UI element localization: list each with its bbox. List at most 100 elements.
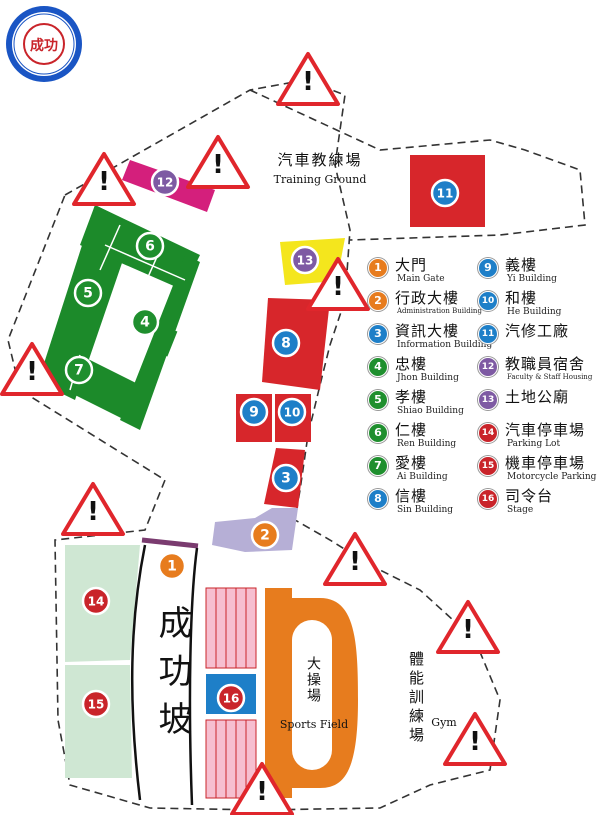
map-marker-4[interactable]: 4 xyxy=(130,307,160,337)
legend-marker: 4 xyxy=(368,357,388,377)
campus-boundary xyxy=(7,79,501,811)
legend-marker: 8 xyxy=(368,489,388,509)
legend-marker: 12 xyxy=(478,357,498,377)
map-marker-9[interactable]: 9 xyxy=(239,397,269,427)
map-marker-12[interactable]: 12 xyxy=(150,167,180,197)
slope-right-edge xyxy=(188,547,199,806)
sports-field-infield xyxy=(292,620,332,770)
legend-label-en: Sin Building xyxy=(397,505,454,515)
legend-label-en: Ren Building xyxy=(397,439,457,449)
legend-label-en: He Building xyxy=(507,307,562,317)
legend-marker: 7 xyxy=(368,456,388,476)
map-marker-label: 14 xyxy=(88,595,105,609)
map-marker-label: 10 xyxy=(284,406,301,420)
legend-marker: 11 xyxy=(478,324,498,344)
green-building-complex[interactable] xyxy=(38,205,200,430)
warning-sign xyxy=(436,600,500,654)
map-marker-5[interactable]: 5 xyxy=(73,278,103,308)
slope-label: 成功坡 xyxy=(152,605,192,749)
legend-item-13: 13 土地公廟 xyxy=(478,386,600,418)
map-marker-label: 7 xyxy=(74,363,84,379)
map-marker-16[interactable]: 16 xyxy=(216,683,246,713)
legend-label-en: Main Gate xyxy=(397,274,445,284)
motorcycle-parking-15[interactable] xyxy=(65,665,132,778)
warning-sign xyxy=(276,52,340,106)
legend-label-zh: 土地公廟 xyxy=(505,388,570,406)
slope-left-edge xyxy=(130,544,147,801)
map-marker-label: 9 xyxy=(249,405,259,421)
map-marker-label: 12 xyxy=(157,176,174,190)
training-ground-label-en: Training Ground xyxy=(274,173,367,186)
legend-label-en: Ai Building xyxy=(397,472,448,482)
map-marker-10[interactable]: 10 xyxy=(277,397,307,427)
legend-label-en: Faculty & Staff Housing xyxy=(507,373,593,381)
map-marker-label: 6 xyxy=(145,239,155,255)
legend-marker: 6 xyxy=(368,423,388,443)
legend-marker: 15 xyxy=(478,456,498,476)
legend-label-zh: 資訊大樓 xyxy=(395,322,460,340)
legend-label-zh: 愛樓 xyxy=(395,454,428,472)
map-marker-2[interactable]: 2 xyxy=(250,520,280,550)
legend-label-zh: 和樓 xyxy=(505,289,538,307)
map-marker-1[interactable]: 1 xyxy=(157,551,187,581)
legend-label-en: Jhon Building xyxy=(397,373,459,383)
map-marker-8[interactable]: 8 xyxy=(271,328,301,358)
legend-marker: 3 xyxy=(368,324,388,344)
map-marker-13[interactable]: 13 xyxy=(290,245,320,275)
legend-label-en: Shiao Building xyxy=(397,406,464,416)
legend-marker: 14 xyxy=(478,423,498,443)
svg-text:成功: 成功 xyxy=(30,37,58,54)
map-marker-label: 3 xyxy=(281,471,291,487)
legend-marker: 1 xyxy=(368,258,388,278)
main-gate-line xyxy=(141,537,199,549)
sports-field-label-en: Sports Field xyxy=(280,718,348,731)
legend-label-en: Yi Building xyxy=(507,274,557,284)
map-marker-7[interactable]: 7 xyxy=(64,355,94,385)
map-marker-label: 11 xyxy=(437,187,454,201)
training-ground-boundary xyxy=(249,89,586,241)
warning-sign xyxy=(186,135,250,189)
map-marker-label: 2 xyxy=(260,528,270,544)
map-marker-14[interactable]: 14 xyxy=(81,586,111,616)
legend-marker: 9 xyxy=(478,258,498,278)
legend-label-zh: 教職員宿舍 xyxy=(505,355,586,373)
legend-label-zh: 汽車停車場 xyxy=(505,421,586,439)
gym-label-en: Gym xyxy=(431,716,457,729)
legend-marker: 2 xyxy=(368,291,388,311)
legend-label-zh: 孝樓 xyxy=(395,388,428,406)
map-marker-label: 5 xyxy=(83,286,93,302)
training-ground-label-zh: 汽車教練場 xyxy=(277,151,362,169)
legend-label-zh: 信樓 xyxy=(395,487,428,505)
legend-label-zh: 汽修工廠 xyxy=(505,322,570,340)
legend-marker: 13 xyxy=(478,390,498,410)
map-marker-label: 8 xyxy=(281,336,291,352)
legend-marker: 16 xyxy=(478,489,498,509)
map-marker-label: 16 xyxy=(223,692,240,706)
map-marker-label: 1 xyxy=(167,559,177,575)
map-marker-15[interactable]: 15 xyxy=(81,689,111,719)
legend-label-en: Parking Lot xyxy=(507,439,561,449)
warning-sign xyxy=(323,532,387,586)
school-logo: 成功 xyxy=(6,6,82,82)
legend-label-zh: 行政大樓 xyxy=(395,289,460,307)
legend-label-zh: 忠樓 xyxy=(395,355,428,373)
legend-label-en: Motorcycle Parking xyxy=(507,472,597,482)
stage-seating-top[interactable] xyxy=(205,587,257,669)
map-marker-11[interactable]: 11 xyxy=(430,178,460,208)
map-marker-6[interactable]: 6 xyxy=(135,231,165,261)
legend-label-en: Stage xyxy=(507,505,534,515)
map-marker-3[interactable]: 3 xyxy=(271,463,301,493)
legend-label-zh: 義樓 xyxy=(505,256,538,274)
